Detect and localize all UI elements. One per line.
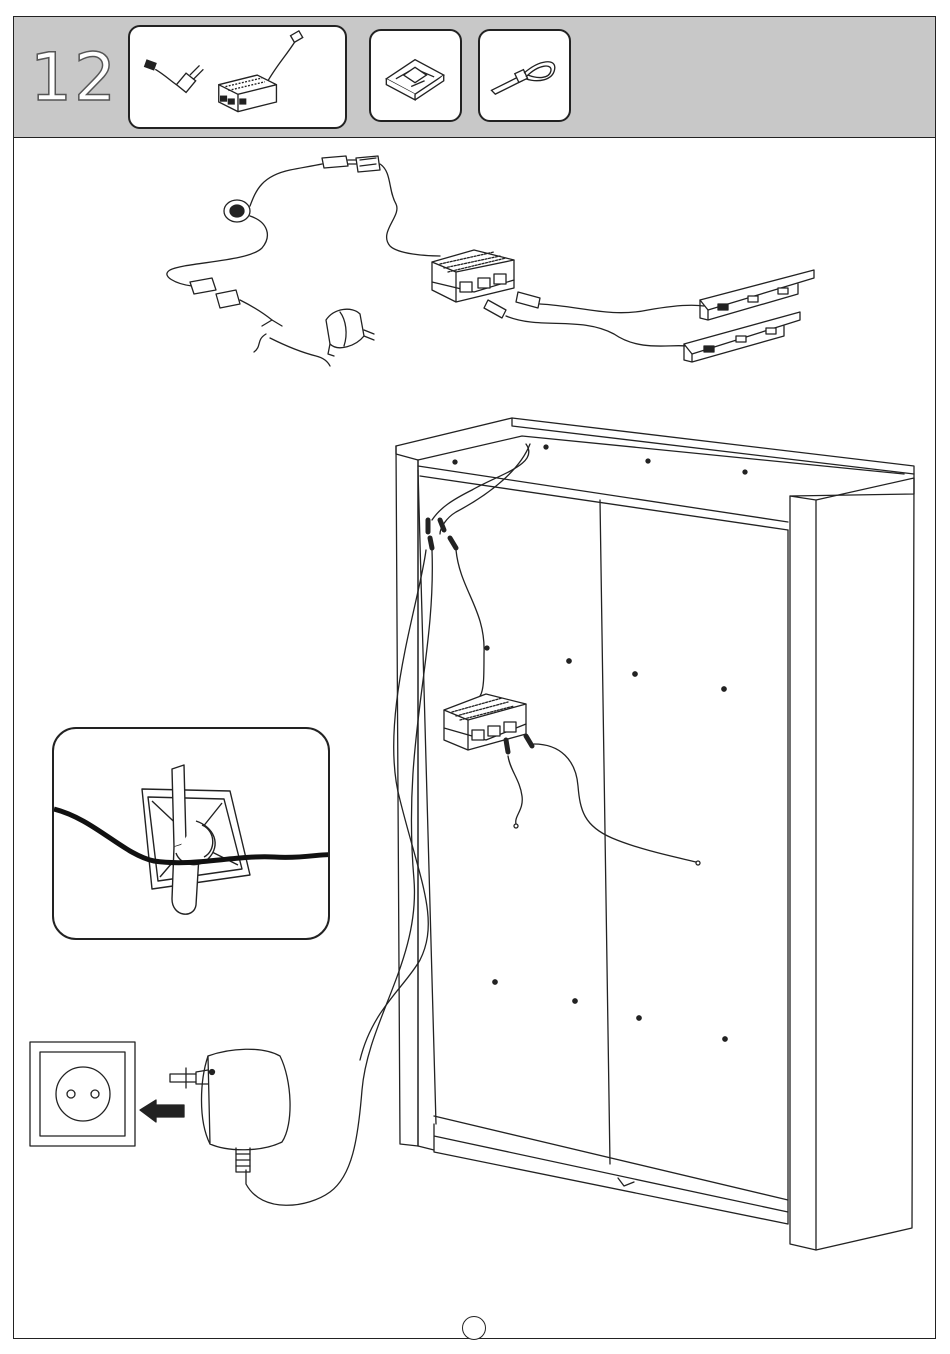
- cable-mount-detail-icon: [54, 729, 330, 940]
- wardrobe: [396, 418, 914, 1250]
- page-number-circle: [462, 1316, 486, 1340]
- wiring-overview: [167, 156, 814, 366]
- power-adapter: [170, 1049, 290, 1172]
- arrow-icon: [140, 1100, 184, 1122]
- wall-socket: [30, 1042, 135, 1146]
- detail-callout-cable-mount: [52, 727, 330, 940]
